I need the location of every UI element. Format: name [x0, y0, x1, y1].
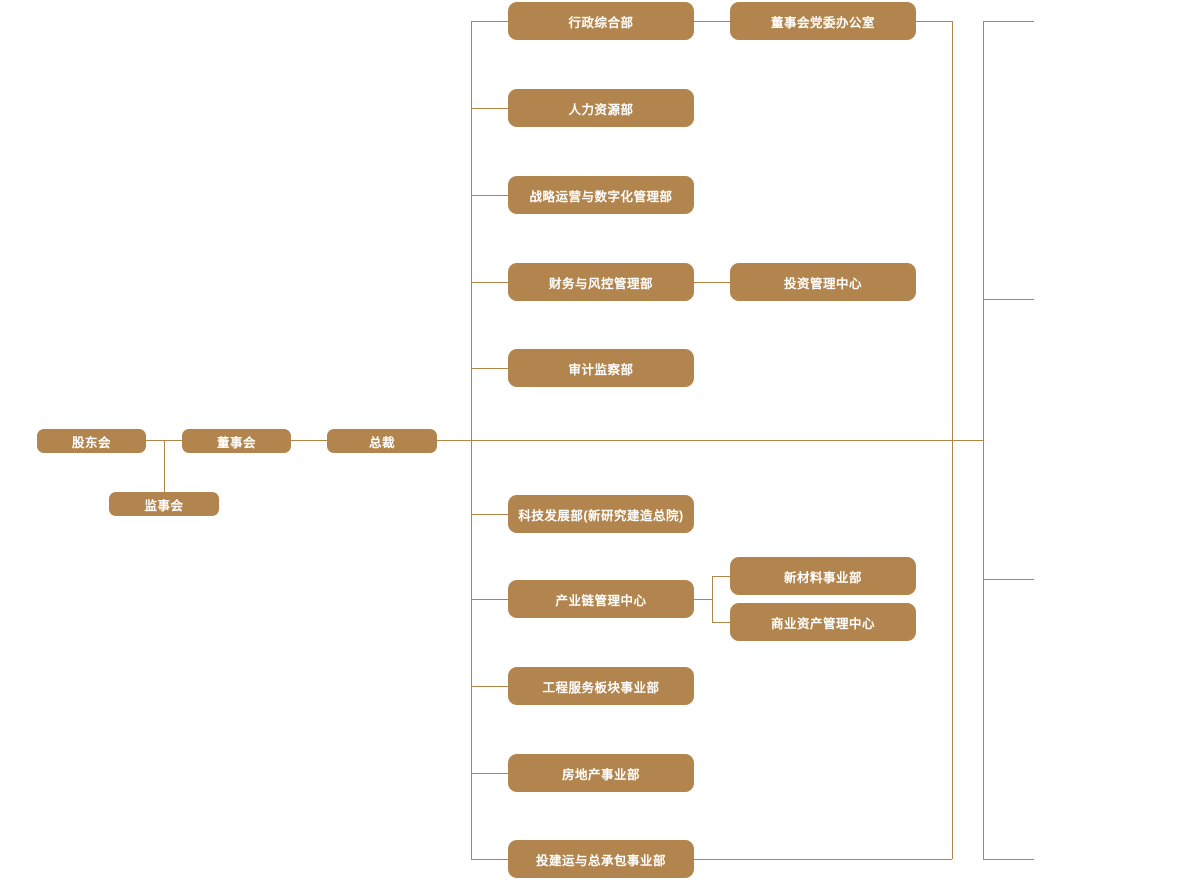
- connector-admin-to-party-office: [694, 21, 730, 22]
- org-node-strategy-digital-mgmt-dept: 战略运营与数字化管理部: [508, 176, 694, 214]
- org-node-finance-risk-mgmt-dept: 财务与风控管理部: [508, 263, 694, 301]
- org-node-invest-build-epc-division: 投建运与总承包事业部: [508, 840, 694, 878]
- org-node-shareholders-meeting: 股东会: [37, 429, 146, 453]
- connector-stub-engineering-services: [471, 686, 508, 687]
- org-node-engineering-services-division: 工程服务板块事业部: [508, 667, 694, 705]
- connector-rail-2-stub-lower: [983, 579, 1034, 580]
- org-node-board-of-directors: 董事会: [182, 429, 291, 453]
- connector-stub-industry-chain: [471, 599, 508, 600]
- connector-finance-to-investment-center: [694, 282, 730, 283]
- connector-right-rail-2-vertical: [983, 21, 984, 859]
- org-node-industry-chain-mgmt-center: 产业链管理中心: [508, 580, 694, 618]
- org-node-board-party-committee-office: 董事会党委办公室: [730, 2, 916, 40]
- org-node-investment-mgmt-center: 投资管理中心: [730, 263, 916, 301]
- connector-right-rail-1-vertical: [952, 21, 953, 859]
- org-node-president: 总裁: [327, 429, 437, 453]
- connector-industry-chain-fork-vertical: [712, 576, 713, 622]
- connector-industry-chain-fork-out: [694, 599, 712, 600]
- org-node-commercial-assets-center: 商业资产管理中心: [730, 603, 916, 641]
- connector-rail-2-stub-top: [983, 21, 1034, 22]
- connector-party-office-to-rail-1: [916, 21, 952, 22]
- connector-stub-strategy-digital: [471, 195, 508, 196]
- connector-stub-real-estate: [471, 773, 508, 774]
- connector-stub-audit-supervision: [471, 368, 508, 369]
- org-node-tech-development-dept: 科技发展部(新研究建造总院): [508, 495, 694, 533]
- connector-fork-to-commercial-assets: [712, 622, 730, 623]
- connector-left-trunk-vertical: [471, 21, 472, 859]
- org-node-human-resources-dept: 人力资源部: [508, 89, 694, 127]
- connector-stub-admin-general: [471, 21, 508, 22]
- connector-stub-finance-risk: [471, 282, 508, 283]
- connector-stub-invest-build-epc: [471, 859, 508, 860]
- connector-drop-to-supervisory-board: [164, 440, 165, 492]
- connector-stub-human-resources: [471, 108, 508, 109]
- org-node-new-materials-division: 新材料事业部: [730, 557, 916, 595]
- connector-president-to-right-rail: [437, 440, 983, 441]
- connector-rail-2-stub-upper: [983, 299, 1034, 300]
- org-node-real-estate-division: 房地产事业部: [508, 754, 694, 792]
- org-node-supervisory-board: 监事会: [109, 492, 219, 516]
- connector-invest-build-epc-to-rail-1: [694, 859, 952, 860]
- org-node-audit-supervision-dept: 审计监察部: [508, 349, 694, 387]
- connector-rail-2-stub-bottom: [983, 859, 1034, 860]
- org-node-admin-general-dept: 行政综合部: [508, 2, 694, 40]
- connector-stub-tech-development: [471, 514, 508, 515]
- connector-board-to-president: [291, 440, 327, 441]
- connector-fork-to-new-materials: [712, 576, 730, 577]
